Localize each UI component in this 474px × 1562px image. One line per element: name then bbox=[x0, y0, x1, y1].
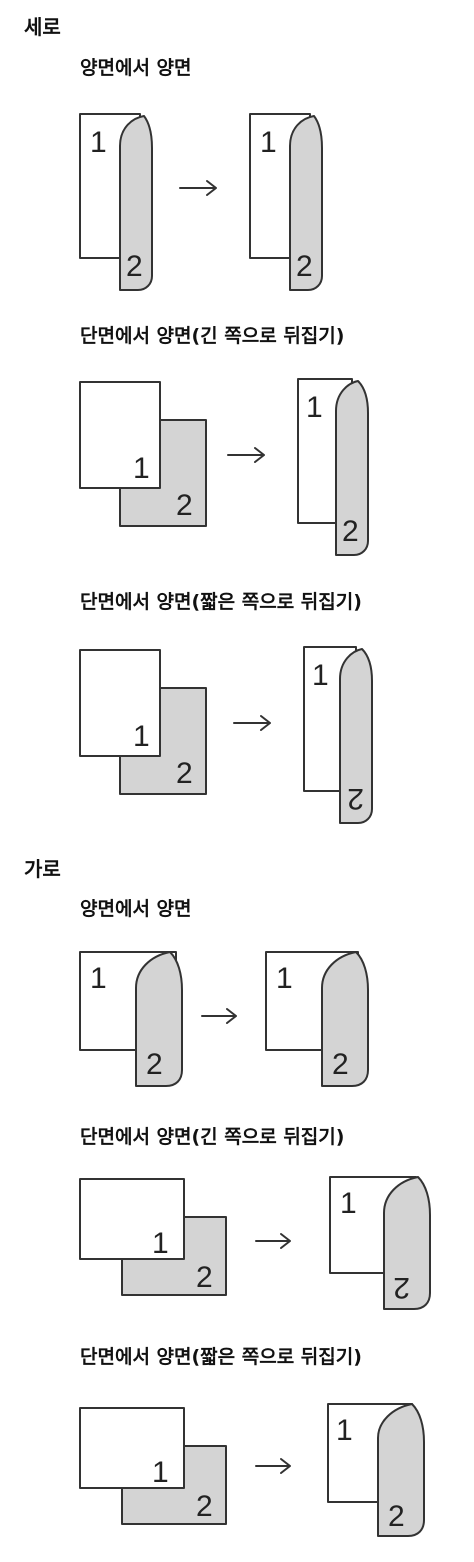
page-number-back: 2 bbox=[146, 1048, 163, 1081]
right-arrow-icon bbox=[233, 715, 271, 731]
page-number-back: 2 bbox=[342, 515, 359, 548]
page-number-back: 2 bbox=[176, 489, 193, 522]
stacked-sheets-icon: 1 2 bbox=[79, 381, 207, 527]
option-label-portrait-simplex-to-duplex-short-edge: 단면에서 양면(짧은 쪽으로 뒤집기) bbox=[80, 591, 362, 613]
page-number-back: 2 bbox=[196, 1261, 213, 1294]
page-number-back: 2 bbox=[176, 757, 193, 790]
folded-sheet-icon: 1 2 bbox=[327, 1403, 425, 1537]
diagram-landscape-duplex-to-duplex: 1 2 1 2 bbox=[79, 951, 369, 1087]
diagram-portrait-simplex-to-duplex-long-edge: 1 2 1 2 bbox=[79, 378, 369, 556]
page-number-front: 1 bbox=[336, 1414, 353, 1447]
option-label-landscape-simplex-to-duplex-short-edge: 단면에서 양면(짧은 쪽으로 뒤집기) bbox=[80, 1346, 362, 1368]
stacked-sheets-icon: 1 2 bbox=[79, 1178, 227, 1296]
option-label-portrait-duplex-to-duplex: 양면에서 양면 bbox=[80, 57, 192, 79]
folded-sheet-icon: 1 2 bbox=[329, 1176, 431, 1310]
page-number-front: 1 bbox=[133, 720, 150, 753]
page-number-front: 1 bbox=[260, 126, 277, 159]
page-number-front: 1 bbox=[90, 126, 107, 159]
page-number-back-upside-down: 2 bbox=[393, 1271, 410, 1304]
page-number-front: 1 bbox=[312, 659, 329, 692]
page-number-front: 1 bbox=[152, 1227, 169, 1260]
stacked-sheets-icon: 1 2 bbox=[79, 1407, 227, 1525]
folded-sheet-icon: 1 2 bbox=[79, 951, 183, 1087]
right-arrow-icon bbox=[227, 447, 265, 463]
diagram-landscape-simplex-to-duplex-short-edge: 1 2 1 2 bbox=[79, 1403, 425, 1537]
page-number-front: 1 bbox=[340, 1187, 357, 1220]
folded-sheet-icon: 1 2 bbox=[79, 113, 153, 291]
right-arrow-icon bbox=[255, 1458, 291, 1474]
folded-sheet-icon: 1 2 bbox=[249, 113, 323, 291]
section-heading-portrait: 세로 bbox=[24, 15, 61, 39]
stacked-sheets-icon: 1 2 bbox=[79, 649, 207, 795]
right-arrow-icon bbox=[201, 1008, 237, 1024]
option-label-landscape-simplex-to-duplex-long-edge: 단면에서 양면(긴 쪽으로 뒤집기) bbox=[80, 1126, 345, 1148]
right-arrow-icon bbox=[179, 180, 217, 196]
page-number-back: 2 bbox=[296, 250, 313, 283]
page-number-back: 2 bbox=[196, 1490, 213, 1523]
right-arrow-icon bbox=[255, 1233, 291, 1249]
option-label-portrait-simplex-to-duplex-long-edge: 단면에서 양면(긴 쪽으로 뒤집기) bbox=[80, 325, 345, 347]
page-number-front: 1 bbox=[133, 452, 150, 485]
section-heading-landscape: 가로 bbox=[24, 857, 61, 881]
page-number-front: 1 bbox=[306, 391, 323, 424]
page-number-front: 1 bbox=[152, 1456, 169, 1489]
diagram-portrait-simplex-to-duplex-short-edge: 1 2 1 2 bbox=[79, 646, 373, 824]
diagram-portrait-duplex-to-duplex: 1 2 1 2 bbox=[79, 113, 323, 291]
folded-sheet-icon: 1 2 bbox=[303, 646, 373, 824]
diagram-landscape-simplex-to-duplex-long-edge: 1 2 1 2 bbox=[79, 1176, 431, 1310]
option-label-landscape-duplex-to-duplex: 양면에서 양면 bbox=[80, 898, 192, 920]
page-number-back: 2 bbox=[332, 1048, 349, 1081]
page-number-back: 2 bbox=[388, 1500, 405, 1533]
folded-sheet-icon: 1 2 bbox=[265, 951, 369, 1087]
page-number-back-upside-down: 2 bbox=[347, 782, 364, 815]
folded-sheet-icon: 1 2 bbox=[297, 378, 369, 556]
page-number-front: 1 bbox=[90, 962, 107, 995]
page-number-front: 1 bbox=[276, 962, 293, 995]
page-number-back: 2 bbox=[126, 250, 143, 283]
